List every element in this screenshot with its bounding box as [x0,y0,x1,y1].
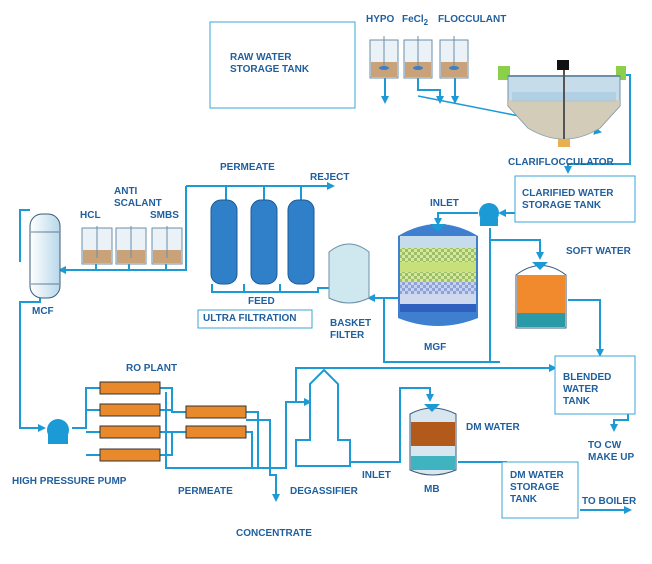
fecl2-label: FeCl2 [402,14,428,29]
mgf-bypass-line [383,298,500,363]
hypo-tank [369,36,399,79]
flocculant-tank [439,36,469,79]
mb-label: MB [424,484,440,495]
mgf-inlet-line [434,212,478,226]
hp-to-ro-manifold [72,387,100,456]
to-boiler-label: TO BOILER [582,496,637,507]
mgf-inlet-label: INLET [430,198,459,209]
concentrate-label: CONCENTRATE [236,528,312,539]
uf-permeate-to-dosing [178,186,187,271]
soft-water-tank [515,262,567,329]
fecl2-dose-line [417,78,444,104]
mcf-to-hp-pump-line [19,209,44,428]
mixed-bed-vessel [409,404,457,476]
smbs-label: SMBS [150,210,179,221]
ro-membrane-elements [99,381,247,462]
chemical-dosing-tanks [369,36,469,79]
reject-label: REJECT [310,172,350,183]
ultra-filtration-label: ULTRA FILTRATION [203,313,297,324]
soft-water-feed-line [489,228,544,260]
ro-stage-link [160,387,186,456]
ro-permeate-header [165,392,268,469]
uf-permeate-label: PERMEATE [220,162,275,173]
uf-permeate-risers [225,186,302,200]
clarified-water-storage-tank [514,175,636,223]
ro-dosing-tanks [81,226,183,265]
dm-water-label: DM WATER [466,422,520,433]
concentrate-line [246,419,280,502]
clariflocculator-unit [498,60,626,147]
raw-water-storage-tank-label: RAW WATER STORAGE TANK [230,52,310,75]
anti-scalant-label: ANTI SCALANT [114,186,162,209]
mgf-label: MGF [424,342,447,353]
degassifier-to-mb-line [350,387,434,463]
mcf-label: MCF [32,306,54,317]
fecl2-tank [403,36,433,79]
multigrade-filter [398,224,478,326]
high-pressure-pump-label: HIGH PRESSURE PUMP [12,476,127,487]
high-pressure-pump-symbol [47,419,69,444]
basket-filter-vessel [328,243,370,304]
clarified-water-tank-label: CLARIFIED WATER STORAGE TANK [522,188,614,211]
to-cw-makeup-label: TO CW MAKE UP [588,440,635,463]
feed-label: FEED [248,296,275,307]
basket-to-uf-line [211,284,329,293]
clarified-overflow-line [564,74,631,174]
micron-cartridge-filter [29,213,61,299]
soft-to-blended-line [568,299,604,357]
mb-to-dm-storage-line [458,461,510,482]
degassifier-tower [295,368,351,467]
ultra-filtration-modules [210,199,315,285]
ultra-filtration-box [197,309,313,329]
ro-permeate-label: PERMEATE [178,486,233,497]
ro-plant-label: RO PLANT [126,363,178,374]
hypo-label: HYPO [366,14,395,25]
fecl2-main: FeCl [402,14,424,25]
transfer-pump [479,203,499,226]
mb-inlet-label: INLET [362,470,391,481]
basket-filter-label: BASKET FILTER [330,318,372,341]
hcl-label: HCL [80,210,101,221]
fecl2-subscript: 2 [423,18,429,27]
clariflocculator-label: CLARIFLOCCULATOR [508,157,614,168]
blended-water-tank [554,355,636,415]
degassifier-label: DEGASSIFIER [290,486,358,497]
raw-water-storage-tank [209,21,356,109]
dm-storage-tank-label: DM WATER STORAGE TANK [510,470,564,505]
flocculant-label: FLOCCULANT [438,14,507,25]
soft-water-label: SOFT WATER [566,246,631,257]
dm-water-storage-tank [501,461,579,519]
blended-water-tank-label: BLENDED WATER TANK [563,372,612,407]
